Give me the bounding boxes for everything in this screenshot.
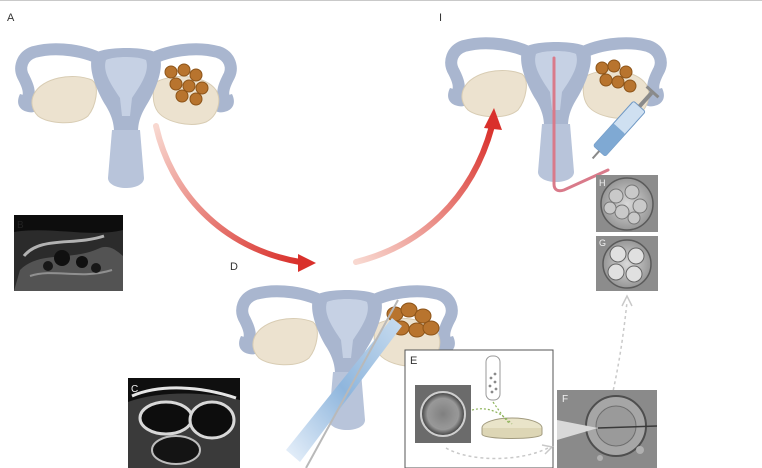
label-e: E xyxy=(410,356,417,367)
label-i: I xyxy=(439,13,442,24)
label-d: D xyxy=(230,262,238,273)
label-a: A xyxy=(7,13,14,24)
label-c: C xyxy=(131,384,138,395)
tract-a xyxy=(18,48,234,188)
label-h: H xyxy=(599,178,606,189)
panel-e-box xyxy=(405,350,553,468)
ultrasound-b xyxy=(14,215,123,291)
dotted-arrow-f-to-g xyxy=(612,302,627,396)
label-b: B xyxy=(17,220,24,231)
label-g: G xyxy=(599,238,606,249)
label-f: F xyxy=(562,394,568,405)
micrograph-f xyxy=(557,390,657,468)
arrow-a-to-d xyxy=(156,126,316,272)
ultrasound-c xyxy=(128,378,240,468)
arrow-d-to-i xyxy=(356,108,502,262)
